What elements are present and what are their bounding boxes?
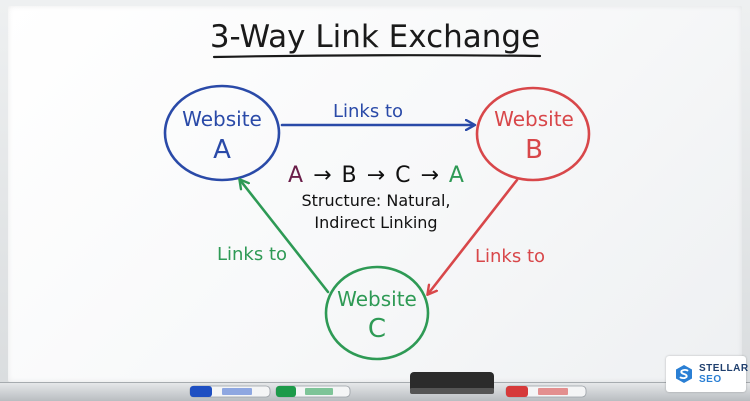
node-a-circle [163, 84, 281, 182]
node-b-label: Website [494, 107, 574, 131]
edge-c-to-a-label: Links to [217, 244, 287, 265]
node-a-label: Website [182, 107, 262, 131]
sequence-node-1: A [288, 163, 303, 188]
node-b-circle [475, 86, 591, 182]
green-marker-icon [275, 385, 351, 398]
edge-b-to-c-line [428, 178, 519, 294]
stellar-seo-wordmark: STELLAR SEO [699, 363, 749, 385]
node-c-label: Website [337, 287, 417, 311]
blue-marker-icon [189, 385, 271, 398]
stellar-seo-logo-icon [676, 365, 692, 383]
edge-c-to-a-line [240, 180, 330, 294]
node-a-letter: A [213, 135, 231, 165]
edge-b-to-c: Links to [428, 178, 545, 294]
logo-text-line-2: SEO [699, 374, 722, 385]
edge-a-to-b-label: Links to [333, 101, 403, 122]
node-b-letter: B [525, 135, 543, 165]
structure-line-2: Indirect Linking [314, 213, 437, 232]
diagram-title: 3-Way Link Exchange [210, 19, 540, 55]
center-annotation: A → B → C → A Structure: Natural, Indire… [288, 163, 464, 232]
red-marker-icon [505, 385, 587, 398]
node-c-letter: C [368, 314, 386, 344]
edge-b-to-c-label: Links to [475, 246, 545, 267]
sequence-arrow-2: → [367, 163, 385, 188]
eraser-icon [410, 372, 494, 394]
stellar-seo-logo: STELLAR SEO [666, 356, 749, 392]
title-underline [212, 54, 542, 59]
structure-line-1: Structure: Natural, [301, 191, 450, 210]
sequence-node-3: C [395, 163, 410, 188]
sequence-arrow-3: → [420, 163, 438, 188]
node-c-circle [324, 265, 430, 361]
whiteboard-surface [8, 6, 742, 382]
node-website-a: Website A [163, 84, 281, 182]
sequence-node-4: A [449, 163, 464, 188]
edge-a-to-b: Links to [280, 101, 474, 125]
logo-text-line-1: STELLAR [699, 363, 749, 374]
node-website-c: Website C [324, 265, 430, 361]
edge-c-to-a: Links to [217, 180, 330, 294]
sequence-node-2: B [342, 163, 357, 188]
node-website-b: Website B [475, 86, 591, 182]
sequence-line: A → B → C → A [288, 163, 464, 188]
sequence-arrow-1: → [313, 163, 331, 188]
